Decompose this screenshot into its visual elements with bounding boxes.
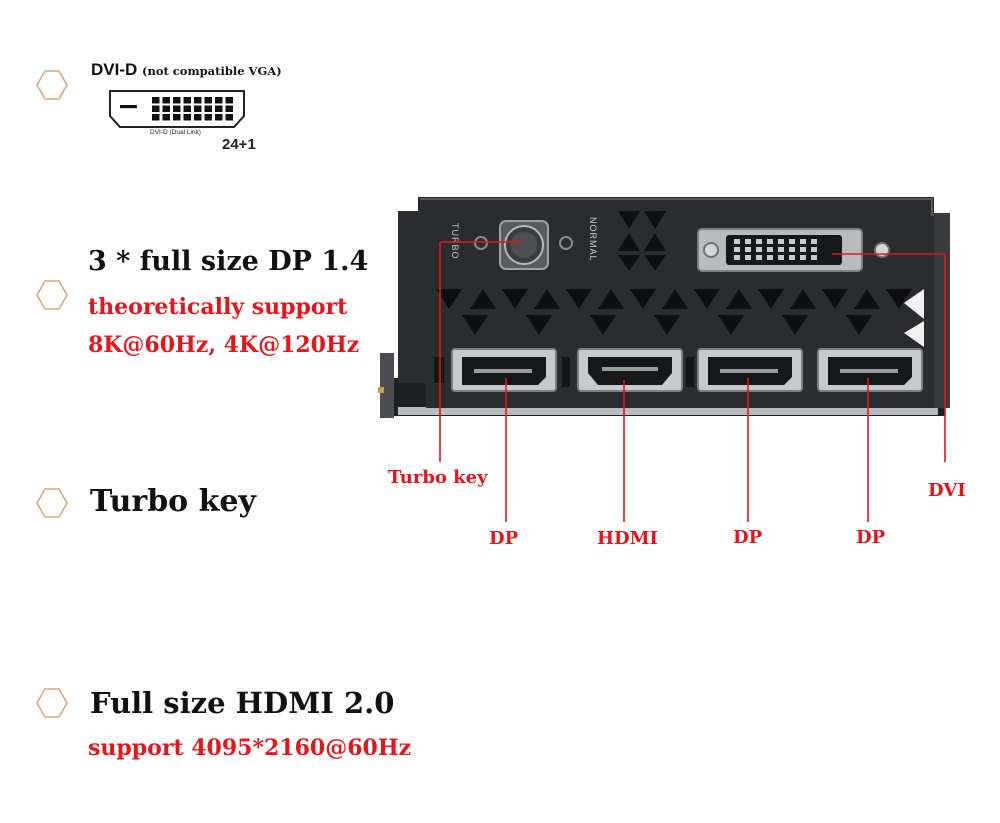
feature-hdmi-title: Full size HDMI 2.0 [90, 686, 395, 720]
dvi-pin [152, 114, 160, 121]
hdmi-port [577, 348, 683, 392]
dvi-pin [173, 105, 181, 112]
dvi-port-pin [811, 255, 817, 260]
dvi-port-pin [789, 255, 795, 260]
dvi-port-pin [789, 239, 795, 244]
dvi-port-pin [767, 255, 773, 260]
dp-port-3 [817, 348, 923, 392]
feature-dp-sub-line2: 8K@60Hz, 4K@120Hz [88, 332, 360, 358]
dvi-pin [194, 114, 202, 121]
bullet-hex-icon [35, 687, 69, 719]
dvi-note: (not compatible VGA) [142, 64, 282, 78]
dvi-pin [183, 97, 191, 104]
bullet-hex-icon [35, 69, 69, 101]
dvi-port-pin [745, 255, 751, 260]
dvi-pin [183, 105, 191, 112]
dvi-port-pin [789, 247, 795, 252]
turbo-key-button [499, 220, 549, 270]
dvi-pin [215, 105, 223, 112]
callout-dp-3: DP [856, 527, 886, 548]
callout-dvi: DVI [928, 480, 966, 501]
dvi-diagram: DVI-D (not compatible VGA) DVI-D (Dual L… [88, 56, 348, 166]
dvi-port-pin [756, 239, 762, 244]
callout-dp-1: DP [489, 528, 519, 549]
dvi-port-pin [756, 255, 762, 260]
dvi-pin [152, 97, 160, 104]
callout-dp-2: DP [733, 527, 763, 548]
dvi-port-pin [745, 239, 751, 244]
dvi-port-pin [778, 247, 784, 252]
dvi-title: DVI-D (not compatible VGA) [91, 60, 282, 80]
dvi-title-text: DVI-D [91, 60, 138, 79]
bullet-hex-icon [35, 279, 69, 311]
dvi-pin [225, 114, 233, 121]
dvi-pin [225, 105, 233, 112]
dp-port-2 [697, 348, 803, 392]
dvi-connector-icon [109, 90, 245, 128]
dvi-pin [225, 97, 233, 104]
dvi-pin [204, 105, 212, 112]
dvi-pin [194, 105, 202, 112]
dvi-port-pin [745, 247, 751, 252]
bullet-hex-icon [35, 487, 69, 519]
dvi-pin [204, 97, 212, 104]
dvi-port-pin [734, 247, 740, 252]
dvi-pin-count: 24+1 [222, 136, 256, 153]
dvi-port-pin [778, 239, 784, 244]
dvi-pin [204, 114, 212, 121]
dvi-pin [215, 114, 223, 121]
dp-port-1 [451, 348, 557, 392]
dvi-port-pin [778, 255, 784, 260]
dvi-pin [173, 114, 181, 121]
dvi-port-pin [800, 247, 806, 252]
feature-dp-title: 3 * full size DP 1.4 [88, 246, 369, 277]
dvi-port-pin [767, 247, 773, 252]
dvi-port-pin [734, 239, 740, 244]
dvi-pin [183, 114, 191, 121]
feature-dp-sub-line1: theoretically support [88, 294, 348, 320]
gpu-io-bracket: TURBO NORMAL [378, 197, 950, 418]
dvi-pin [173, 97, 181, 104]
callout-hdmi: HDMI [597, 528, 658, 549]
callout-turbo-key: Turbo key [388, 467, 488, 488]
dvi-port-pin [800, 239, 806, 244]
normal-bracket-label: NORMAL [588, 217, 598, 262]
dvi-dual-link-label: DVI-D (Dual Link) [150, 129, 201, 136]
feature-turbo-title: Turbo key [90, 484, 256, 519]
dvi-pin [162, 97, 170, 104]
dvi-port-pin [811, 247, 817, 252]
feature-hdmi-sub: support 4095*2160@60Hz [88, 735, 412, 761]
dvi-pin [162, 105, 170, 112]
dvi-port-pin [811, 239, 817, 244]
dvi-port-pin [767, 239, 773, 244]
dvi-port-pin [734, 255, 740, 260]
dvi-pin [162, 114, 170, 121]
dvi-pin [152, 105, 160, 112]
dvi-port [697, 228, 890, 272]
dvi-port-pin [800, 255, 806, 260]
dvi-pin [215, 97, 223, 104]
dvi-pin [194, 97, 202, 104]
dvi-port-pin [756, 247, 762, 252]
